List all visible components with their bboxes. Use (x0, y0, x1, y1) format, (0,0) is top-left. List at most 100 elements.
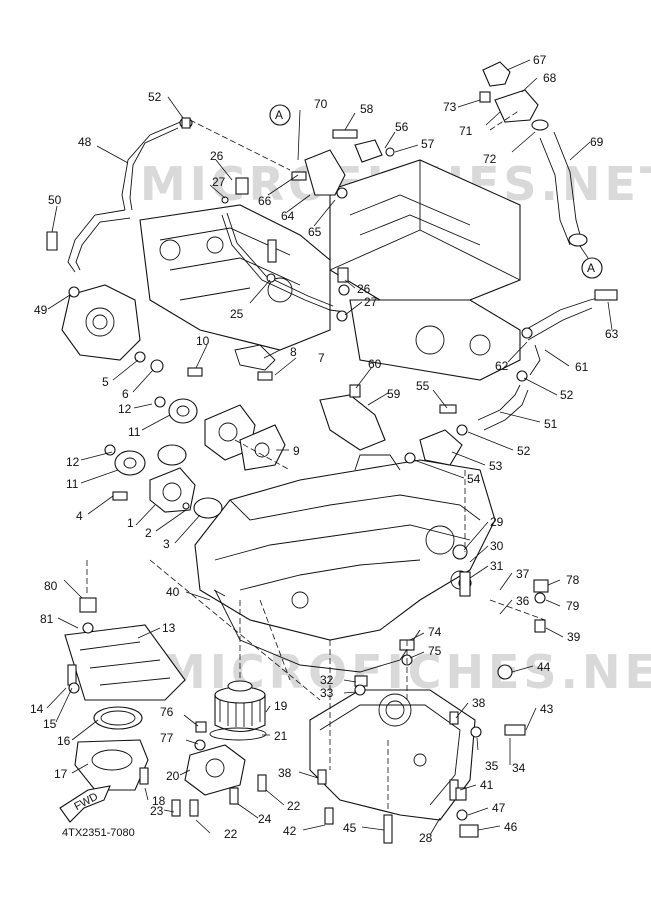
pump-plate-3 (193, 497, 223, 519)
callout-36: 36 (516, 594, 530, 608)
callout-11-lower: 11 (66, 477, 79, 491)
callout-9: 9 (293, 444, 300, 458)
callout-labels: 1 2 3 4 5 6 7 8 9 10 11 11 12 12 13 14 1… (30, 53, 619, 845)
filter-o-ring (209, 727, 267, 741)
ref-marker-a-top: A (269, 104, 291, 126)
leader-lines (46, 59, 613, 836)
crankcase-lower (194, 454, 496, 641)
callout-71: 71 (459, 124, 473, 138)
callout-1: 1 (127, 516, 134, 530)
callout-17: 17 (54, 767, 68, 781)
callout-39: 39 (567, 630, 581, 644)
callout-67: 67 (533, 53, 547, 67)
callout-2: 2 (145, 526, 152, 540)
callout-42: 42 (283, 824, 297, 838)
callout-35: 35 (485, 759, 499, 773)
callout-25: 25 (230, 307, 244, 321)
callout-40: 40 (166, 585, 180, 599)
callout-22-bottom: 22 (224, 827, 238, 841)
callout-66: 66 (258, 194, 272, 208)
callout-52-right: 52 (560, 388, 574, 402)
callout-15: 15 (43, 717, 57, 731)
callout-13: 13 (162, 621, 176, 635)
callout-57: 57 (421, 137, 435, 151)
callout-79: 79 (566, 599, 580, 613)
callout-5: 5 (102, 375, 109, 389)
engine-block-upper (139, 159, 521, 381)
callout-4: 4 (76, 509, 83, 523)
callout-51: 51 (544, 417, 558, 431)
callout-74: 74 (428, 625, 442, 639)
callout-33: 33 (320, 686, 334, 700)
bolt-50 (46, 231, 58, 251)
hose-48 (121, 119, 186, 211)
fitting-56 (354, 139, 383, 163)
callout-38-left: 38 (278, 766, 292, 780)
callout-10: 10 (196, 334, 210, 348)
callout-47: 47 (492, 801, 506, 815)
callout-3: 3 (163, 537, 170, 551)
bushing-6 (150, 359, 164, 373)
callout-50: 50 (48, 193, 62, 207)
callout-76: 76 (160, 705, 174, 719)
strainer-gasket-16 (93, 706, 143, 730)
callout-73: 73 (443, 100, 457, 114)
callout-81: 81 (40, 612, 54, 626)
cap-67 (482, 61, 511, 87)
callout-56: 56 (395, 120, 409, 134)
o-ring-49 (68, 286, 80, 298)
callout-80: 80 (44, 579, 58, 593)
callout-72: 72 (483, 152, 497, 166)
callout-64: 64 (281, 209, 295, 223)
callout-6: 6 (122, 387, 129, 401)
callout-53: 53 (489, 459, 503, 473)
water-pump-cover (61, 284, 141, 361)
ref-marker-a-right-label: A (587, 261, 595, 275)
callout-69: 69 (590, 135, 604, 149)
gear-upper (168, 398, 198, 424)
bracket-8 (234, 344, 276, 371)
callout-49: 49 (34, 303, 48, 317)
callout-31: 31 (490, 559, 504, 573)
callout-27-upper: 27 (212, 175, 226, 189)
hose-51 (477, 384, 521, 421)
strainer-cover (64, 624, 186, 701)
callout-38-right: 38 (472, 696, 486, 710)
callout-8: 8 (290, 345, 297, 359)
callout-63: 63 (605, 327, 619, 341)
clamp-72 (531, 119, 549, 131)
ref-marker-a-right: A (581, 257, 603, 279)
callout-58: 58 (360, 102, 374, 116)
callout-37: 37 (516, 567, 530, 581)
callout-48: 48 (78, 135, 92, 149)
callout-60: 60 (368, 357, 382, 371)
callout-26-upper: 26 (210, 149, 224, 163)
callout-77: 77 (160, 731, 174, 745)
fwd-arrow: FWD (59, 785, 111, 823)
callout-22-right: 22 (287, 799, 301, 813)
callout-14: 14 (30, 702, 44, 716)
fitting-53 (419, 429, 463, 466)
callout-55: 55 (416, 379, 430, 393)
callout-61: 61 (575, 360, 589, 374)
callout-78: 78 (566, 573, 580, 587)
callout-12-upper: 12 (118, 402, 132, 416)
callout-59: 59 (387, 387, 401, 401)
callout-70: 70 (314, 97, 328, 111)
pump-housing-1 (149, 467, 196, 513)
pipe-50 (67, 209, 126, 273)
callout-18: 18 (152, 794, 166, 808)
callout-12-lower: 12 (66, 455, 80, 469)
callout-32: 32 (320, 673, 334, 687)
callout-52-mid: 52 (517, 444, 531, 458)
hose-69 (539, 137, 571, 246)
oil-filter (214, 680, 266, 733)
callout-26-lower: 26 (357, 282, 371, 296)
callout-45: 45 (343, 821, 357, 835)
callout-75: 75 (428, 644, 442, 658)
callout-11-upper: 11 (128, 425, 141, 439)
thermostat-housing (494, 89, 539, 123)
drawing-code: 4TX2351-7080 (62, 827, 135, 839)
callout-30: 30 (490, 539, 504, 553)
